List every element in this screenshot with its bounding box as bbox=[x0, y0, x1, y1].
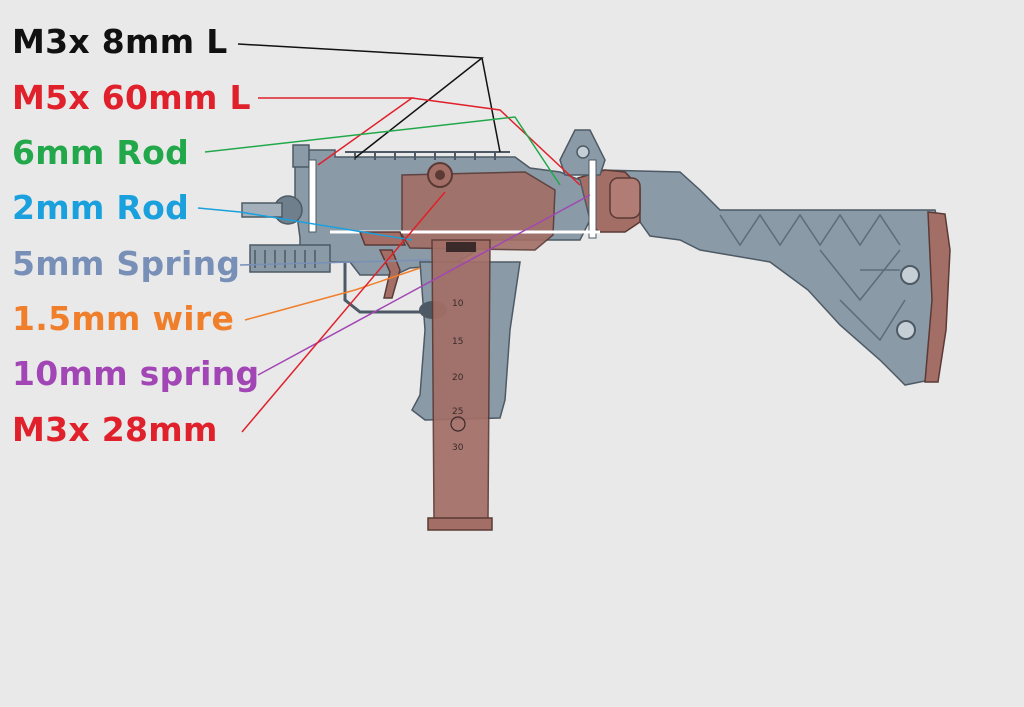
magazine-mark: 30 bbox=[452, 443, 464, 453]
magazine-baseplate bbox=[427, 517, 493, 531]
label-m3x8: M3x 8mm L bbox=[12, 22, 228, 61]
leader-lines bbox=[197, 43, 591, 433]
leader-m3x28 bbox=[241, 191, 446, 433]
rear-sight-aperture bbox=[576, 145, 590, 159]
stock-hole-lower bbox=[896, 320, 916, 340]
rod-front bbox=[308, 159, 317, 233]
label-m5x60: M5x 60mm L bbox=[12, 78, 251, 117]
magazine-mark: 25 bbox=[452, 407, 463, 417]
magazine-mark: 10 bbox=[452, 299, 464, 309]
magazine-witness-hole bbox=[450, 416, 466, 432]
selector bbox=[358, 231, 407, 246]
front-sight bbox=[292, 144, 310, 168]
stock-hole-upper bbox=[900, 265, 920, 285]
leader-spring5 bbox=[239, 259, 431, 266]
folding-stock bbox=[599, 169, 941, 386]
label-m3x28: M3x 28mm bbox=[12, 410, 218, 449]
magazine-mark: 15 bbox=[452, 337, 463, 347]
magazine-mark: 20 bbox=[452, 373, 464, 383]
hinge-cylinder bbox=[609, 177, 641, 219]
rod-rear bbox=[588, 159, 597, 239]
leader-m3x8 bbox=[237, 43, 501, 159]
leader-wire15 bbox=[244, 267, 421, 321]
label-rod2: 2mm Rod bbox=[12, 188, 190, 227]
lower-rail bbox=[249, 244, 331, 273]
magazine-lip bbox=[446, 242, 476, 252]
leader-m5x60 bbox=[258, 97, 581, 186]
stock-truss bbox=[719, 213, 906, 342]
label-rod6: 6mm Rod bbox=[12, 133, 190, 172]
label-wire15: 1.5mm wire bbox=[12, 299, 235, 338]
leader-rod6 bbox=[204, 116, 561, 186]
leader-spring10 bbox=[257, 194, 591, 376]
bolt bbox=[401, 171, 556, 251]
label-spring5: 5mm Spring bbox=[12, 244, 241, 283]
top-rail bbox=[345, 151, 510, 160]
leader-rod2 bbox=[197, 207, 413, 241]
charging-knob-core bbox=[435, 170, 445, 180]
label-spring10: 10mm spring bbox=[12, 354, 260, 393]
buttpad bbox=[924, 211, 951, 383]
trigger bbox=[378, 249, 401, 299]
